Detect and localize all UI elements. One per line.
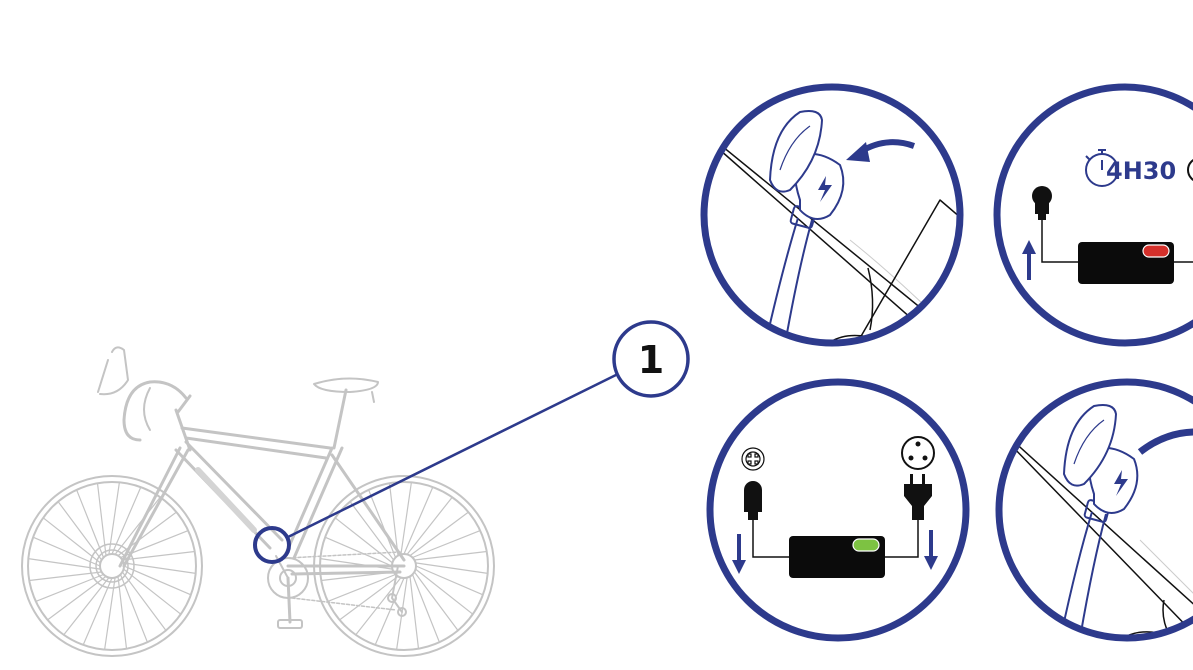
wheel-spoke [403, 486, 434, 555]
wheel-spoke [415, 568, 474, 615]
wheel-spoke [114, 496, 161, 556]
panel-charging-in-progress: 4H30 [993, 83, 1193, 347]
arrow-down-icon [732, 530, 938, 574]
wheel-spoke [121, 571, 167, 632]
wheel-spoke [119, 573, 148, 643]
wheel-spoke [409, 511, 469, 557]
wheel-spoke [75, 489, 105, 559]
wheel-spoke [122, 562, 197, 575]
wheel-spoke [415, 562, 489, 575]
wheel-spoke [42, 517, 102, 564]
front-disc-brake [95, 549, 129, 583]
plug-icon [744, 481, 762, 520]
wheel-spoke [327, 573, 397, 603]
wheel-spoke [63, 576, 110, 636]
panel-close-charging-port [995, 378, 1193, 642]
red-led-icon [1142, 244, 1170, 258]
connector-pins-icon [741, 447, 765, 471]
saddle [313, 377, 379, 450]
power-plug-icon [904, 474, 932, 520]
stopwatch-icon [1085, 149, 1119, 187]
chain [287, 551, 401, 611]
panel-charging-complete-unplug [706, 378, 970, 642]
wheel-spoke [334, 517, 393, 564]
curved-arrow-icon [1137, 428, 1193, 455]
wheel-spoke [406, 496, 453, 556]
wheel-spoke [409, 575, 420, 650]
wheel-spoke [411, 573, 440, 643]
bike-battery [195, 467, 257, 533]
step-number-circle [612, 320, 690, 398]
wheel-spoke [324, 536, 393, 567]
lightning-icon [818, 176, 832, 202]
rear-derailleur [387, 565, 407, 617]
wheel-spoke [103, 576, 116, 651]
front-wheel [21, 475, 203, 657]
wheel-spoke [339, 575, 399, 621]
lightning-icon [1114, 470, 1128, 496]
green-led-icon [852, 538, 880, 552]
wheel-spoke [117, 575, 128, 650]
wheel-spoke [32, 536, 101, 567]
wheel-spoke [374, 577, 405, 646]
handlebar [97, 346, 192, 442]
wheel-spoke [121, 550, 196, 561]
wheel-spoke [411, 529, 481, 559]
wheel-spoke [57, 501, 103, 561]
wheel-spoke [108, 481, 121, 556]
panel-open-charging-port [700, 83, 964, 347]
wheel-spoke [396, 576, 408, 651]
arrow-up-icon [1022, 240, 1036, 280]
wheel-spoke [368, 489, 397, 559]
wheel-spoke [388, 482, 399, 557]
charging-port-highlight [253, 526, 291, 564]
wheel-spoke [349, 501, 395, 561]
wheel-spoke [27, 557, 102, 570]
wheel-spoke [28, 571, 103, 582]
wheel-spoke [400, 481, 412, 556]
plug-icon [1032, 186, 1052, 220]
bicycle-illustration [21, 346, 495, 657]
wheel-spoke [415, 565, 484, 596]
wheel-spoke [413, 571, 459, 632]
wheel-spoke [122, 568, 182, 615]
wheel-spoke [46, 575, 107, 621]
wheel-spoke [96, 482, 107, 557]
callout: 1 [253, 320, 690, 564]
wheel-spoke [319, 557, 393, 570]
wheel-spoke [111, 486, 142, 555]
curved-arrow-icon [846, 139, 916, 162]
charge-time: 4H30 [1106, 157, 1176, 185]
wheel-spoke [413, 550, 488, 561]
wheel-spoke [82, 577, 113, 646]
wheel-spoke [123, 565, 192, 596]
wheel-spoke [35, 573, 105, 603]
outlet-icon [901, 436, 935, 470]
step-number: 1 [638, 338, 664, 382]
